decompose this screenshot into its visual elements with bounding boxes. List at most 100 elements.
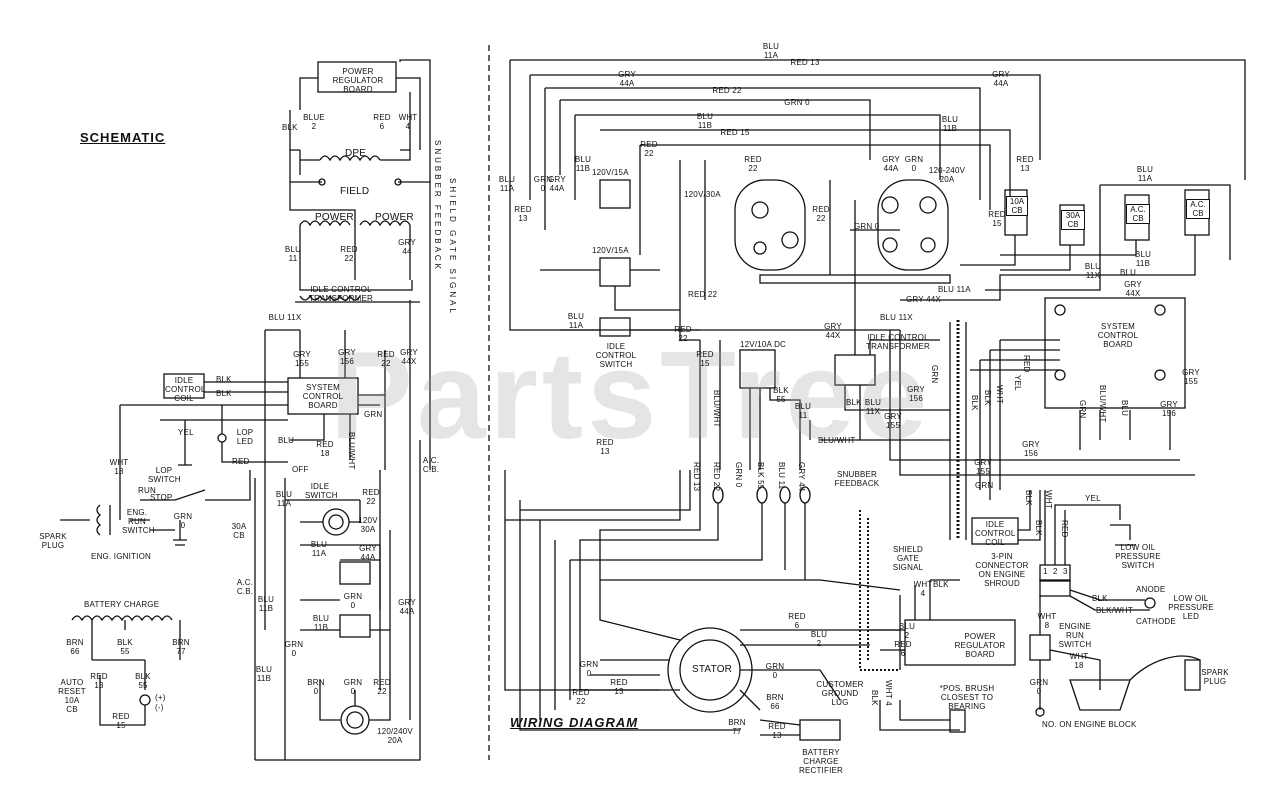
wire-label: GRY 155: [884, 412, 902, 430]
power-regulator-board-label: POWER REGULATOR BOARD: [954, 632, 1006, 659]
sch-wire-label: GRN 0: [284, 640, 304, 658]
sch-idle-control-coil-label: IDLE CONTROL COIL: [165, 376, 206, 403]
wire-label: BLU/WHT: [1098, 385, 1107, 423]
cb-ac-label: A.C. CB: [1126, 204, 1150, 224]
receptacle-120v-30a: [734, 179, 806, 271]
wire-label: RED 6: [894, 640, 912, 658]
wire-label: YEL: [1085, 494, 1101, 503]
wire-label: GRY 44X: [1124, 280, 1142, 298]
wiring-linework: [504, 59, 1246, 741]
wire-label: BLU 11X: [1084, 262, 1102, 280]
sch-stop-label: STOP: [150, 493, 173, 502]
sch-wire-label: BLU 11A: [275, 490, 293, 508]
wire-label: BLK: [870, 690, 879, 706]
wire-label: RED 13: [790, 58, 820, 67]
sch-wire-label: BLU 11B: [255, 665, 273, 683]
sch-wire-label: GRN 0: [173, 512, 193, 530]
sch-power-label: POWER: [315, 212, 354, 223]
sch-off-label: OFF: [292, 465, 309, 474]
sch-wire-label: BLU/WHT: [347, 432, 356, 470]
wire-label: BLU 11B: [696, 112, 714, 130]
engine-run-switch-label: ENGINE RUN SWITCH: [1058, 622, 1092, 649]
wire-label: RED 22: [688, 290, 718, 299]
wire-label: BLU 11A: [1136, 165, 1154, 183]
power-regulator-board-box: [317, 61, 397, 93]
sch-wire-label: BLU 11X: [268, 313, 302, 322]
wire-label: GRY 156: [907, 385, 925, 403]
sch-30a-cb-label: 30A CB: [231, 522, 247, 540]
sch-wire-label: WHT 4: [398, 113, 418, 131]
wire-label: RED 13: [596, 438, 614, 456]
sch-wire-label: BRN 0: [307, 678, 325, 696]
wire-label: RED 22: [674, 325, 692, 343]
idle-control-coil-label: IDLE CONTROL COIL: [975, 520, 1016, 547]
wire-label: RED 15: [720, 128, 750, 137]
sch-run-label: RUN: [138, 486, 156, 495]
wire-label: BLU 11A: [567, 312, 585, 330]
wire-label: WHT: [995, 385, 1004, 404]
system-control-board-unit: [1044, 297, 1186, 409]
receptacle-120v-15a-label: 120V/15A: [592, 246, 629, 255]
wire-label: BLK: [933, 580, 949, 589]
sch-wire-label: YEL: [178, 428, 194, 437]
wire-label: RED 13: [1016, 155, 1034, 173]
sch-wire-label: GRY 44X: [400, 348, 418, 366]
receptacle-120v-30a-label: 120V/30A: [684, 190, 721, 199]
wire-label: GRY 156: [1160, 400, 1178, 418]
wire-label: BLK: [1034, 520, 1043, 536]
wire-label: BLK 55: [773, 386, 789, 404]
schematic-idle-control-coil: [163, 373, 205, 399]
sch-field-label: FIELD: [340, 186, 370, 197]
wire-label: GRY 44X: [906, 295, 941, 304]
wire-label: RED 15: [988, 210, 1006, 228]
wire-label: GRN 0: [904, 155, 924, 173]
sch-wire-label: RED: [232, 457, 250, 466]
wire-label: BLU 11X: [864, 398, 882, 416]
wire-label: BLU 11A: [762, 42, 780, 60]
wire-label: BLK: [1024, 490, 1033, 506]
wire-label: GRN 0: [734, 462, 743, 488]
shield-gate-signal-label: SHIELD GATE SIGNAL: [892, 545, 924, 572]
sch-wire-label: BLK: [216, 375, 232, 384]
sch-wire-label: BLU 11A: [310, 540, 328, 558]
sch-wire-label: GRN: [364, 410, 383, 419]
wire-label: GRN 0: [533, 175, 553, 193]
receptacle-120-240v-20a: [877, 179, 949, 271]
receptacle-120-240v-label: 120-240V 20A: [928, 166, 966, 184]
customer-ground-lug-label: CUSTOMER GROUND LUG: [816, 680, 864, 707]
receptacle-120v-15a-upper: [599, 179, 631, 209]
wire-label: RED 13: [768, 722, 786, 740]
wire-label: WHT 18: [1069, 652, 1089, 670]
wire-label: RED 13: [514, 205, 532, 223]
wire-label: BLU 2: [810, 630, 828, 648]
sch-wire-label: RED 15: [112, 712, 130, 730]
schematic-system-control-board: [287, 377, 359, 415]
wire-label: BLK/WHT: [1096, 606, 1133, 615]
wire-label: GRY 44A: [548, 175, 566, 193]
sch-system-control-board-label: SYSTEM CONTROL BOARD: [302, 383, 344, 410]
pin-3-label: 3: [1063, 567, 1068, 576]
wire-label: BLU 11A: [938, 285, 971, 294]
three-pin-connector-lower: [1039, 579, 1071, 597]
wiring-diagram-title: WIRING DIAGRAM: [510, 715, 639, 730]
wire-label: BRN 77: [728, 718, 746, 736]
idle-control-switch-label: IDLE CONTROL SWITCH: [595, 342, 637, 369]
idle-control-transformer-label: IDLE CONTROL TRANSFORMER: [866, 333, 930, 351]
wire-label: BLU 11B: [574, 155, 592, 173]
sch-wire-label: BLK 55: [117, 638, 133, 656]
wire-label: GRY 44A: [992, 70, 1010, 88]
sch-eng-run-switch-label: ENG. RUN SWITCH: [122, 508, 155, 535]
spark-plug-label: SPARK PLUG: [1201, 668, 1229, 686]
schematic-title: SCHEMATIC: [80, 130, 166, 145]
sch-wire-label: GRN 0: [343, 678, 363, 696]
wire-label: RED 22: [640, 140, 658, 158]
receptacle-120v-15a-lower: [599, 257, 631, 287]
cathode-label: CATHODE: [1136, 617, 1176, 626]
wire-label: RED 22: [812, 205, 830, 223]
wire-label: WHT 8: [1037, 612, 1057, 630]
sch-wire-label: BLUE 2: [303, 113, 325, 131]
wire-label: RED 13: [692, 462, 701, 492]
wire-label: GRY 155: [974, 458, 992, 476]
wire-label: BLU/WHT: [818, 436, 856, 445]
sch-idle-switch-label: IDLE SWITCH: [305, 482, 338, 500]
